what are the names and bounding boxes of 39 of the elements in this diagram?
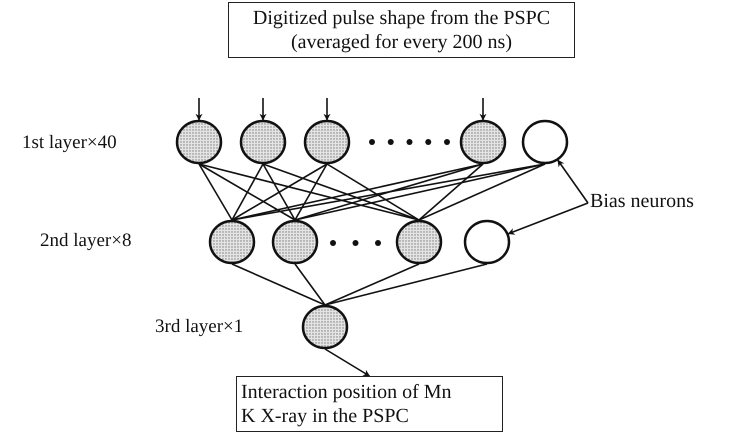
layer-label: 2nd layer×8 — [40, 230, 132, 252]
neuron-circle — [272, 220, 318, 264]
arrow — [196, 98, 202, 121]
connection-line — [198, 163, 296, 221]
neuron-circle — [176, 120, 222, 164]
layer-label: 3rd layer×1 — [155, 316, 244, 338]
connection-line — [231, 164, 264, 220]
connection-line — [294, 163, 546, 221]
connection-line — [262, 164, 296, 220]
connection-line — [232, 263, 326, 306]
connection-line — [262, 163, 420, 221]
text-box: Digitized pulse shape from the PSPC (averaged for every 200 ns) — [228, 2, 575, 58]
text-box: Interaction position of Mn K X-ray in the PSPC — [236, 376, 503, 432]
arrow — [324, 98, 330, 121]
connection-line — [324, 263, 488, 306]
connection-line — [294, 163, 484, 221]
connection-line — [418, 163, 484, 221]
leader-line — [557, 160, 589, 204]
arrow — [324, 348, 370, 377]
layer-label: 1st layer×40 — [22, 132, 117, 154]
neuron-circle — [302, 304, 348, 350]
neuron-circle — [396, 220, 442, 264]
neuron-circle — [304, 120, 350, 164]
connection-line — [324, 263, 420, 306]
neuron-circle — [208, 220, 256, 264]
bias-neuron-circle — [522, 120, 568, 164]
connection-line — [198, 164, 233, 220]
arrow — [480, 98, 486, 121]
connection-line — [418, 163, 546, 221]
connection-line — [232, 163, 328, 221]
neuron-circle — [460, 120, 506, 164]
connection-line — [326, 163, 420, 221]
leader-line — [508, 202, 588, 235]
connection-line — [294, 164, 328, 220]
arrow — [260, 98, 266, 121]
neuron-circle — [240, 120, 286, 164]
bias-neuron-circle — [464, 220, 510, 264]
callout-text: Bias neurons — [590, 190, 710, 213]
connection-line — [294, 264, 326, 306]
